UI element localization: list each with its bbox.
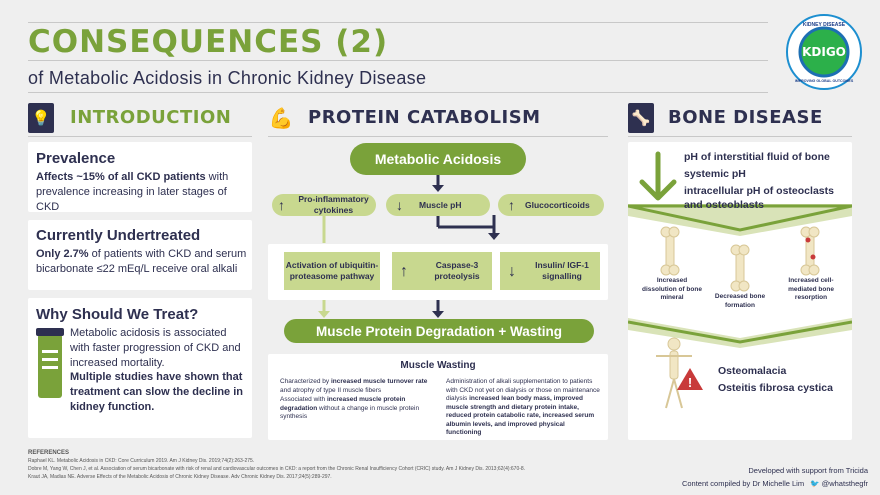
- cytokines-box: ↑ Pro-inflammatory cytokines: [272, 194, 376, 216]
- insulin-label: Insulin/ IGF-1 signalling: [535, 260, 589, 281]
- logo-bottom-text: IMPROVING GLOBAL OUTCOMES: [794, 79, 854, 83]
- bone-rule: [628, 136, 852, 137]
- bone-ph-2: systemic pH: [684, 168, 746, 180]
- undertreated-heading: Currently Undertreated: [36, 227, 201, 244]
- wasting-card: Muscle Wasting Characterized by increase…: [268, 354, 608, 440]
- wasting-right-1: Administration of alkali supplementation…: [446, 378, 600, 402]
- prevalence-rest: with prevalence increasing in later stag…: [36, 171, 229, 213]
- bone-title: BONE DISEASE: [668, 107, 823, 128]
- prevalence-bold: Affects ~15% of all CKD patients: [36, 171, 206, 183]
- glucocorticoids-box: ↑ Glucocorticoids: [498, 194, 604, 216]
- up-arrow-icon: ↑: [400, 262, 408, 280]
- wasting-text-2c: without a change in muscle protein synth…: [280, 404, 420, 421]
- glucocorticoids-label: Glucocorticoids: [525, 199, 590, 210]
- lightbulb-icon: 💡: [28, 103, 54, 133]
- why-card: Why Should We Treat? Metabolic acidosis …: [28, 298, 252, 438]
- logo-center-text: KDIGO: [802, 45, 846, 59]
- undertreated-text: Only 2.7% of patients with CKD and serum…: [36, 247, 248, 277]
- prevalence-text: Affects ~15% of all CKD patients with pr…: [36, 170, 248, 215]
- logo-top-text: KIDNEY DISEASE: [802, 22, 846, 28]
- flow-connectors: [318, 175, 500, 318]
- support-credit: Developed with support from Tricida: [748, 466, 868, 475]
- osteomalacia-label: Osteomalacia: [718, 365, 787, 377]
- spine-icon: 🦴: [628, 103, 654, 133]
- reference-3: Kraut JA, Madias NE. Adverse Effects of …: [28, 474, 332, 480]
- undertreated-bold: Only 2.7%: [36, 248, 89, 260]
- wasting-text-1b: increased muscle turnover rate: [330, 378, 428, 385]
- bone-effect-2: Decreased bone formation: [714, 293, 766, 309]
- bone-effect-3: Increased cell-mediated bone resorption: [788, 277, 834, 301]
- reference-2: Dobre M, Yang W, Chen J, et al. Associat…: [28, 466, 526, 472]
- intro-rule: [28, 136, 252, 137]
- bone-effect-1: Increased dissolution of bone mineral: [642, 277, 702, 301]
- up-arrow-icon: ↑: [508, 196, 515, 213]
- pill-bottle-icon: [36, 328, 64, 398]
- down-arrow-icon: ↓: [396, 196, 403, 213]
- wasting-text-1a: Characterized by: [280, 378, 331, 385]
- up-arrow-icon: ↑: [278, 196, 285, 213]
- page-title: CONSEQUENCES (2): [28, 24, 389, 60]
- metabolic-acidosis-box: Metabolic Acidosis: [350, 143, 526, 175]
- subtitle-rule: [28, 92, 768, 93]
- references-heading: REFERENCES: [28, 450, 70, 456]
- muscle-ph-label: Muscle pH: [419, 199, 462, 210]
- wasting-text-2a: Associated with: [280, 396, 327, 403]
- bone-graphics: !: [628, 151, 852, 409]
- undertreated-card: Currently Undertreated Only 2.7% of pati…: [28, 220, 252, 290]
- bone-ph-1: pH of interstitial fluid of bone: [684, 151, 830, 163]
- wasting-text-2: Associated with increased muscle protein…: [280, 396, 430, 422]
- muscle-ph-box: ↓ Muscle pH: [386, 194, 490, 216]
- twitter-icon: 🐦: [810, 479, 820, 488]
- caspase-label: Caspase-3 proteolysis: [434, 260, 480, 281]
- flexed-arm-icon: 💪: [268, 103, 294, 133]
- insulin-box: ↓ Insulin/ IGF-1 signalling: [500, 252, 600, 290]
- compiled-by: Content compiled by Dr Michelle Lim: [681, 479, 805, 488]
- why-text-2: Multiple studies have shown that treatme…: [70, 371, 243, 413]
- kdigo-logo: KIDNEY DISEASE KDIGO IMPROVING GLOBAL OU…: [786, 14, 862, 90]
- top-rule: [28, 22, 768, 23]
- prevalence-card: Prevalence Affects ~15% of all CKD patie…: [28, 142, 252, 215]
- wasting-text-1: Characterized by increased muscle turnov…: [280, 378, 430, 395]
- bone-ph-3: intracellular pH of osteoclasts and oste…: [684, 185, 834, 211]
- title-rule: [28, 60, 768, 61]
- wasting-title: Muscle Wasting: [400, 360, 476, 371]
- osteitis-label: Osteitis fibrosa cystica: [718, 382, 833, 394]
- ubiquitin-box: Activation of ubiquitin-proteasome pathw…: [284, 252, 380, 290]
- wasting-text-1c: and atrophy of type II muscle fibers: [280, 386, 382, 394]
- wasting-right-2: increased lean body mass, improved muscl…: [446, 395, 595, 436]
- undertreated-rest: of patients with CKD and serum bicarbona…: [36, 248, 247, 275]
- protein-rule: [268, 136, 608, 137]
- prevalence-heading: Prevalence: [36, 150, 116, 167]
- wasting-text-right: Administration of alkali supplementation…: [446, 378, 600, 438]
- protein-title: PROTEIN CATABOLISM: [308, 107, 541, 128]
- caspase-box: ↑ Caspase-3 proteolysis: [392, 252, 492, 290]
- page-subtitle: of Metabolic Acidosis in Chronic Kidney …: [28, 68, 427, 88]
- down-arrow-icon: ↓: [508, 262, 516, 280]
- wasting-text-2b: increased muscle protein degradation: [280, 396, 406, 412]
- reference-1: Raphael KL. Metabolic Acidosis in CKD: C…: [28, 458, 255, 464]
- svg-text:!: !: [688, 375, 692, 390]
- degradation-box: Muscle Protein Degradation + Wasting: [284, 319, 594, 343]
- cytokines-label: Pro-inflammatory cytokines: [298, 194, 369, 215]
- twitter-handle: @whatsthegfr: [821, 479, 868, 488]
- why-heading: Why Should We Treat?: [36, 306, 199, 323]
- why-text-1: Metabolic acidosis is associated with fa…: [70, 327, 241, 369]
- intro-title: INTRODUCTION: [70, 107, 232, 128]
- content-credit: Content compiled by Dr Michelle Lim 🐦 @w…: [520, 479, 868, 488]
